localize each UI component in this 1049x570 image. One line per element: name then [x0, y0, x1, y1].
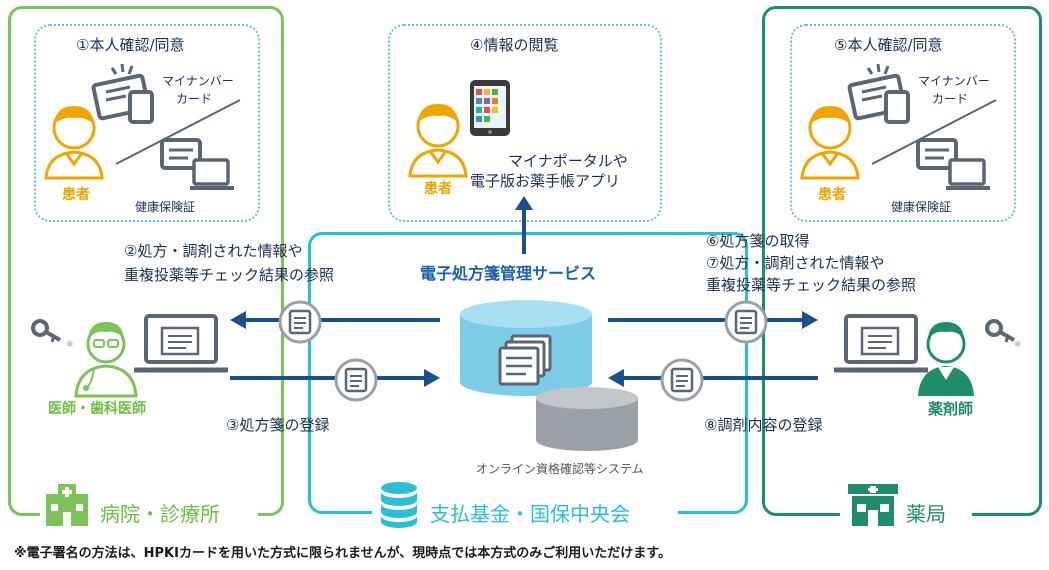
patient-label: 患者 [62, 187, 90, 203]
mynumber-card-icon [847, 63, 910, 124]
step3-label: ③処方箋の登録 [226, 416, 330, 434]
key-icon [31, 319, 61, 343]
footnote: ※電子署名の方法は、HPKIカードを用いた方式に限られませんが、現時点では本方式… [14, 546, 672, 561]
divider-line [115, 99, 241, 165]
prescription-database-icon [460, 300, 592, 396]
left-arrows [230, 311, 440, 387]
right-mynumber-card-label-2: カード [932, 92, 969, 106]
fund-label: 支払基金・国保中央会 [430, 502, 630, 526]
insurance-card-label: 健康保険証 [135, 200, 196, 214]
document-icon [660, 358, 704, 402]
step7-label-2: 重複投薬等チェック結果の参照 [706, 276, 917, 294]
document-icon [278, 300, 322, 344]
doctor-mark: ※ [66, 340, 74, 350]
doctor-icon [74, 322, 138, 398]
center-patient-label: 患者 [424, 181, 452, 197]
step8-label: ⑧調剤内容の登録 [704, 416, 823, 434]
pharmacist-icon [918, 322, 974, 396]
insurance-card-icon [916, 138, 990, 190]
divider-line [871, 99, 997, 165]
service-title: 電子処方箋管理サービス [420, 264, 597, 283]
hospital-icon [46, 484, 88, 526]
pharmacist-laptop-icon [834, 314, 928, 373]
step6-label: ⑥処方箋の取得 [706, 232, 810, 250]
pharmacy-icon [848, 484, 898, 526]
step5-label: ⑤本人確認/同意 [834, 36, 943, 54]
right-patient-icon [800, 106, 860, 180]
database-icon [381, 482, 417, 528]
document-icon [334, 358, 378, 402]
smartphone-icon [470, 80, 510, 136]
doctor-laptop-icon [134, 314, 228, 373]
app-text-2: 電子版お薬手帳アプリ [470, 172, 621, 190]
online-system-label: オンライン資格確認等システム [476, 462, 644, 476]
right-insurance-card-label: 健康保険証 [891, 200, 952, 214]
doctor-label: 医師・歯科医師 [48, 401, 146, 417]
step7-label-1: ⑦処方・調剤された情報や [706, 254, 885, 272]
step4-label: ④情報の閲覧 [470, 36, 559, 54]
mynumber-card-label-1: マイナンバー [162, 74, 234, 88]
mynumber-card-label-2: カード [176, 92, 213, 106]
patient-icon [44, 106, 104, 180]
mynumber-card-icon [91, 63, 154, 124]
right-arrows [608, 311, 818, 387]
up-arrow [515, 196, 533, 254]
online-system-database-icon [536, 387, 638, 451]
step2-label-1: ②処方・調剤された情報や [124, 242, 303, 260]
hospital-label: 病院・診療所 [100, 502, 220, 526]
document-icon [724, 300, 768, 344]
pharmacist-label: 薬剤師 [928, 400, 974, 418]
pharmacist-key-icon [985, 319, 1015, 343]
right-mynumber-card-label-1: マイナンバー [918, 74, 990, 88]
pharmacy-label: 薬局 [906, 502, 946, 526]
step2-label-2: 重複投薬等チェック結果の参照 [124, 266, 335, 284]
insurance-card-icon [160, 138, 234, 190]
center-patient-icon [408, 104, 468, 178]
right-patient-label: 患者 [818, 187, 846, 203]
step1-label: ①本人確認/同意 [76, 36, 185, 54]
app-text-1: マイナポータルや [508, 152, 628, 170]
pharmacist-mark: ※ [1014, 340, 1022, 350]
